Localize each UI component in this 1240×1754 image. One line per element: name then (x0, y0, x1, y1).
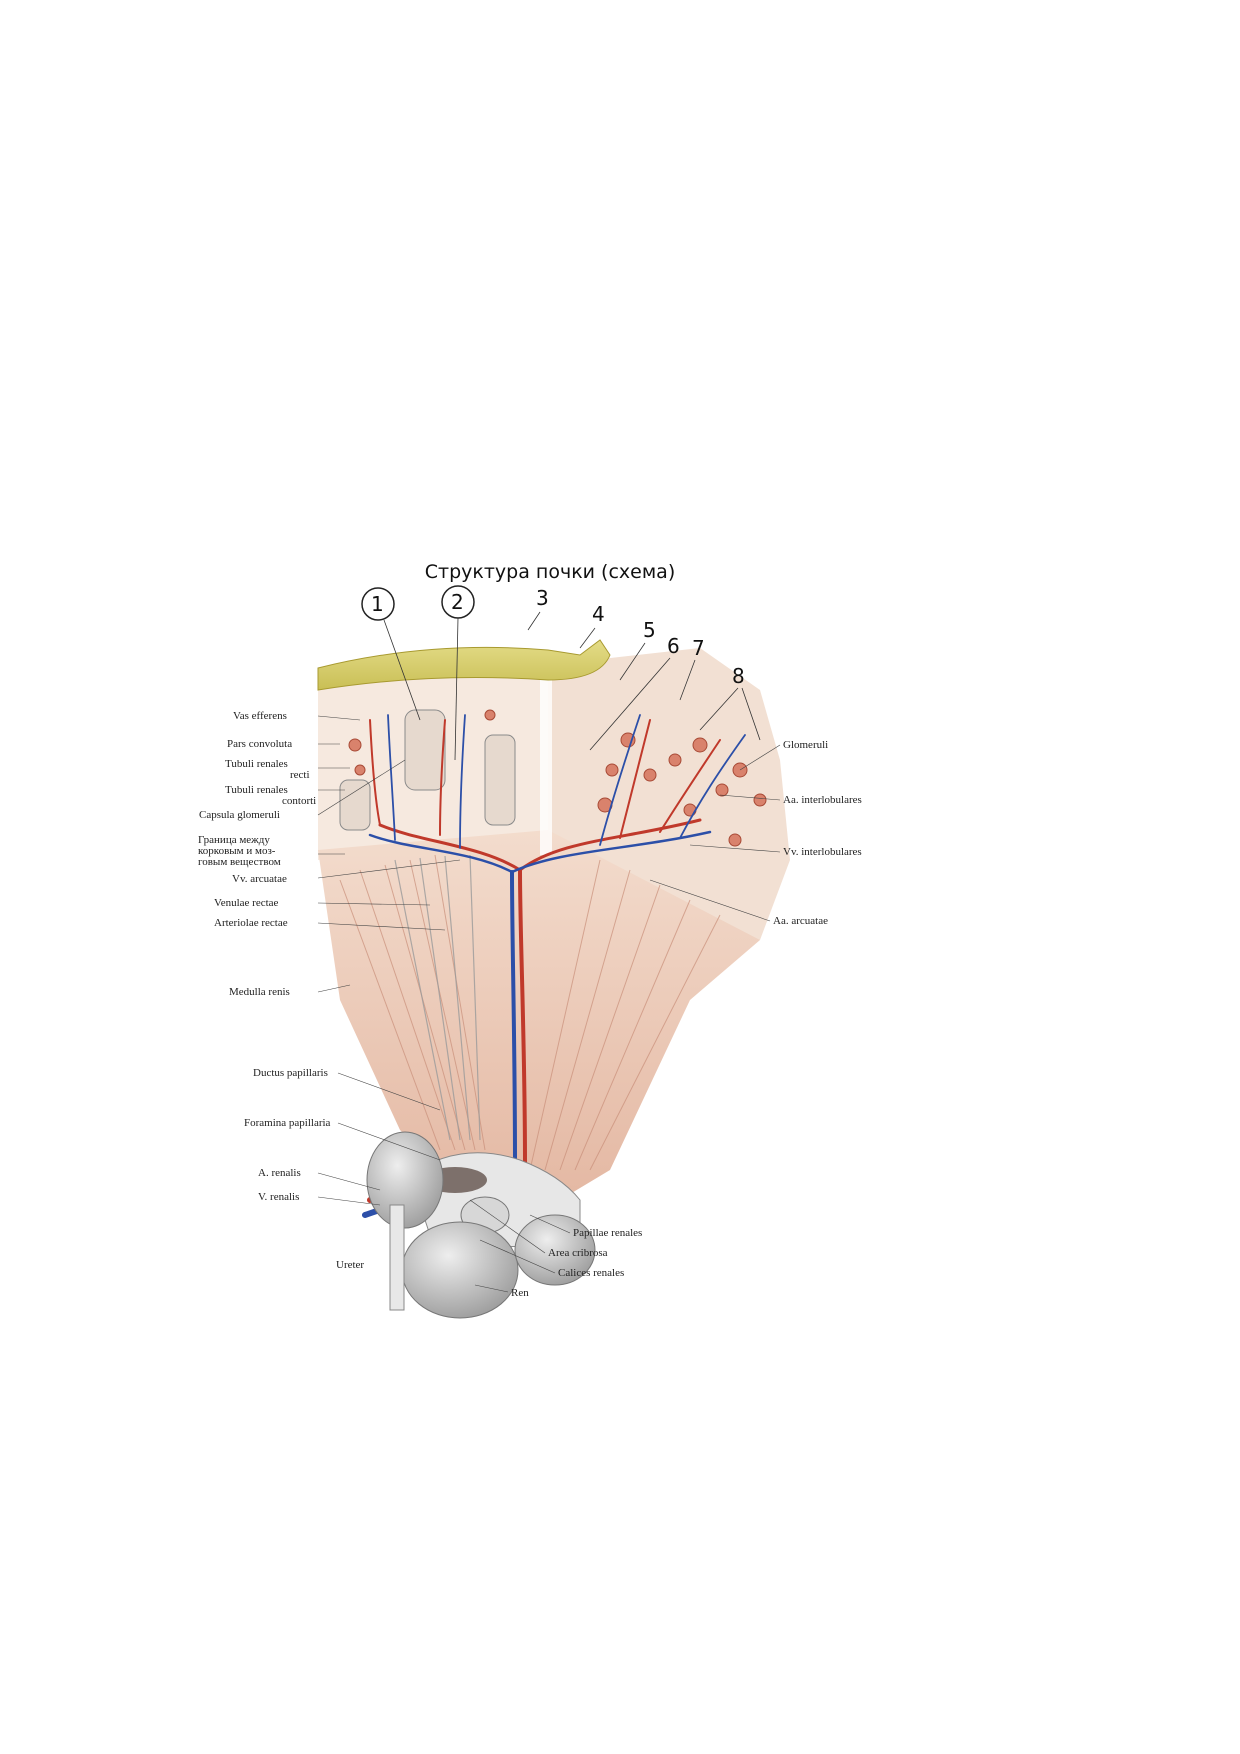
label-border-3: говым веществом (198, 856, 281, 868)
label-medulla: Medulla renis (229, 986, 290, 998)
ureter (389, 1204, 405, 1311)
kidney-ren (401, 1221, 519, 1319)
renal-column (540, 665, 552, 855)
callout-leaders (383, 611, 761, 761)
label-ductus: Ductus papillaris (253, 1067, 328, 1079)
label-vas-efferens: Vas efferens (233, 710, 287, 722)
label-papillae: Papillae renales (573, 1227, 642, 1239)
calyx-right (514, 1214, 596, 1286)
label-tubuli-contorti-1: Tubuli renales (225, 784, 288, 796)
medulla-wedge (318, 830, 760, 1200)
label-tubuli-contorti-2: contorti (282, 795, 316, 807)
callout-8: 8 (732, 664, 745, 688)
label-pars-convoluta: Pars convoluta (227, 738, 292, 750)
label-v-renalis: V. renalis (258, 1191, 299, 1203)
label-leaders (317, 715, 781, 1293)
label-aa-interlobulares: Aa. interlobulares (783, 794, 862, 806)
label-border-2: корковым и моз- (198, 845, 276, 857)
label-vv-arcuatae: Vv. arcuatae (232, 873, 287, 885)
callout-7: 7 (692, 636, 705, 660)
nephron-tubules (339, 709, 516, 831)
label-ren: Ren (511, 1287, 529, 1299)
label-ureter: Ureter (336, 1259, 364, 1271)
label-aa-arcuatae: Aa. arcuatae (773, 915, 828, 927)
label-glomeruli: Glomeruli (783, 739, 828, 751)
callout-4: 4 (592, 602, 605, 626)
medulla-striations (339, 854, 721, 1171)
label-calices: Calices renales (558, 1267, 624, 1279)
renal-capsule (317, 639, 611, 691)
label-border-1: Граница между (198, 834, 270, 846)
glomeruli (348, 709, 767, 847)
callout-3: 3 (536, 586, 549, 610)
callout-2: 2 (451, 590, 464, 614)
label-arteriolae-rectae: Arteriolae rectae (214, 917, 288, 929)
callout-6: 6 (667, 634, 680, 658)
label-tubuli-recti-1: Tubuli renales (225, 758, 288, 770)
figure-title: Структура почки (схема) (424, 561, 676, 583)
callout-1-circle (361, 587, 395, 621)
label-tubuli-recti-2: recti (290, 769, 310, 781)
label-capsula: Capsula glomeruli (199, 809, 280, 821)
label-foramina: Foramina papillaria (244, 1117, 331, 1129)
callout-5: 5 (643, 618, 656, 642)
label-a-renalis: A. renalis (258, 1167, 301, 1179)
calyx-left (366, 1131, 444, 1229)
callout-1: 1 (371, 592, 384, 616)
label-area-cribrosa: Area cribrosa (548, 1247, 608, 1259)
label-venulae-rectae: Venulae rectae (214, 897, 279, 909)
label-vv-interlobulares: Vv. interlobulares (783, 846, 862, 858)
